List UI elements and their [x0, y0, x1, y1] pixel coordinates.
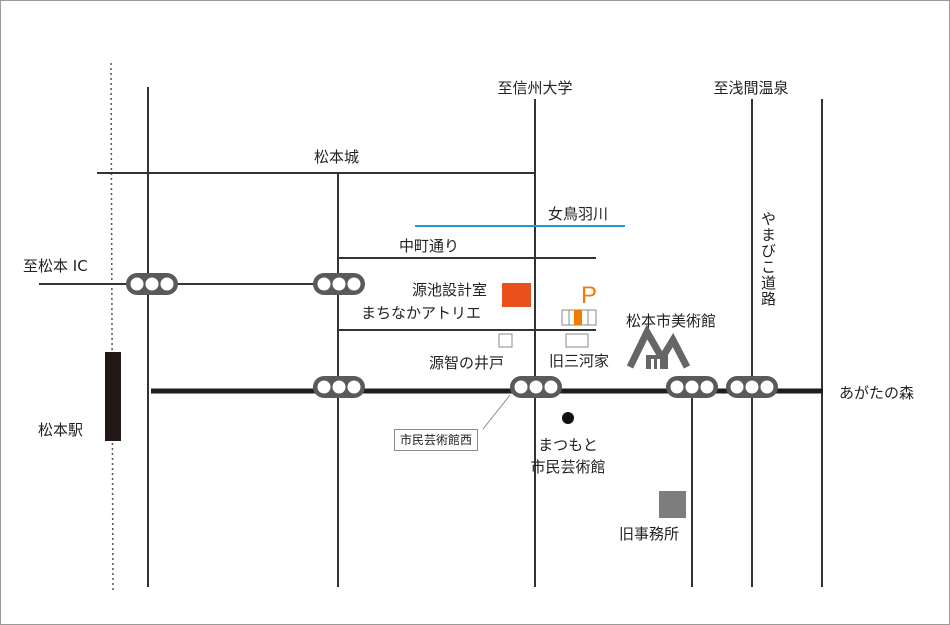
label-destination-line1: 源池設計室 — [412, 281, 488, 299]
traffic-signal-icon — [726, 376, 778, 398]
traffic-signal-icon — [666, 376, 718, 398]
label-genchi-well: 源智の井戸 — [429, 354, 505, 372]
old-office-square — [659, 491, 686, 518]
label-matsumoto-castle: 松本城 — [314, 148, 360, 166]
railway-line — [110, 62, 114, 594]
label-destination-line2: まちなかアトリエ — [361, 304, 482, 322]
label-performing-arts: まつもと 市民芸術館 — [530, 436, 606, 476]
label-art-museum: 松本市美術館 — [626, 312, 717, 330]
label-to-asama-onsen: 至浅間温泉 — [713, 79, 789, 97]
label-agata-forest: あがたの森 — [839, 384, 915, 402]
label-kyu-mikawaya: 旧三河家 — [549, 352, 610, 370]
traffic-signal-icon — [510, 376, 562, 398]
destination-square-icon — [502, 283, 531, 307]
label-metoba-river: 女鳥羽川 — [548, 205, 609, 223]
label-nakamachi: 中町通り — [399, 237, 460, 255]
label-old-office: 旧事務所 — [619, 525, 680, 543]
label-to-matsumoto-ic: 至松本 IC — [23, 257, 88, 275]
museum-mountain-icon — [626, 324, 691, 369]
parking-lot-marker — [561, 309, 597, 326]
label-to-shinshu-univ: 至信州大学 — [497, 79, 573, 97]
traffic-signal-icon — [126, 273, 178, 295]
parking-icon: P — [581, 282, 598, 309]
station-block — [105, 352, 121, 441]
bus-stop-label: 市民芸術館西 — [394, 429, 479, 451]
label-yamabiko-road: やまびこ道路 — [759, 211, 777, 307]
genchi-well-marker — [498, 333, 513, 348]
traffic-signal-icon — [313, 376, 365, 398]
label-matsumoto-station: 松本駅 — [38, 421, 84, 439]
performing-arts-dot — [562, 412, 574, 424]
traffic-signal-icon — [313, 273, 365, 295]
bus-stop-leader — [482, 394, 511, 430]
kyu-mikawaya-marker — [565, 333, 589, 348]
